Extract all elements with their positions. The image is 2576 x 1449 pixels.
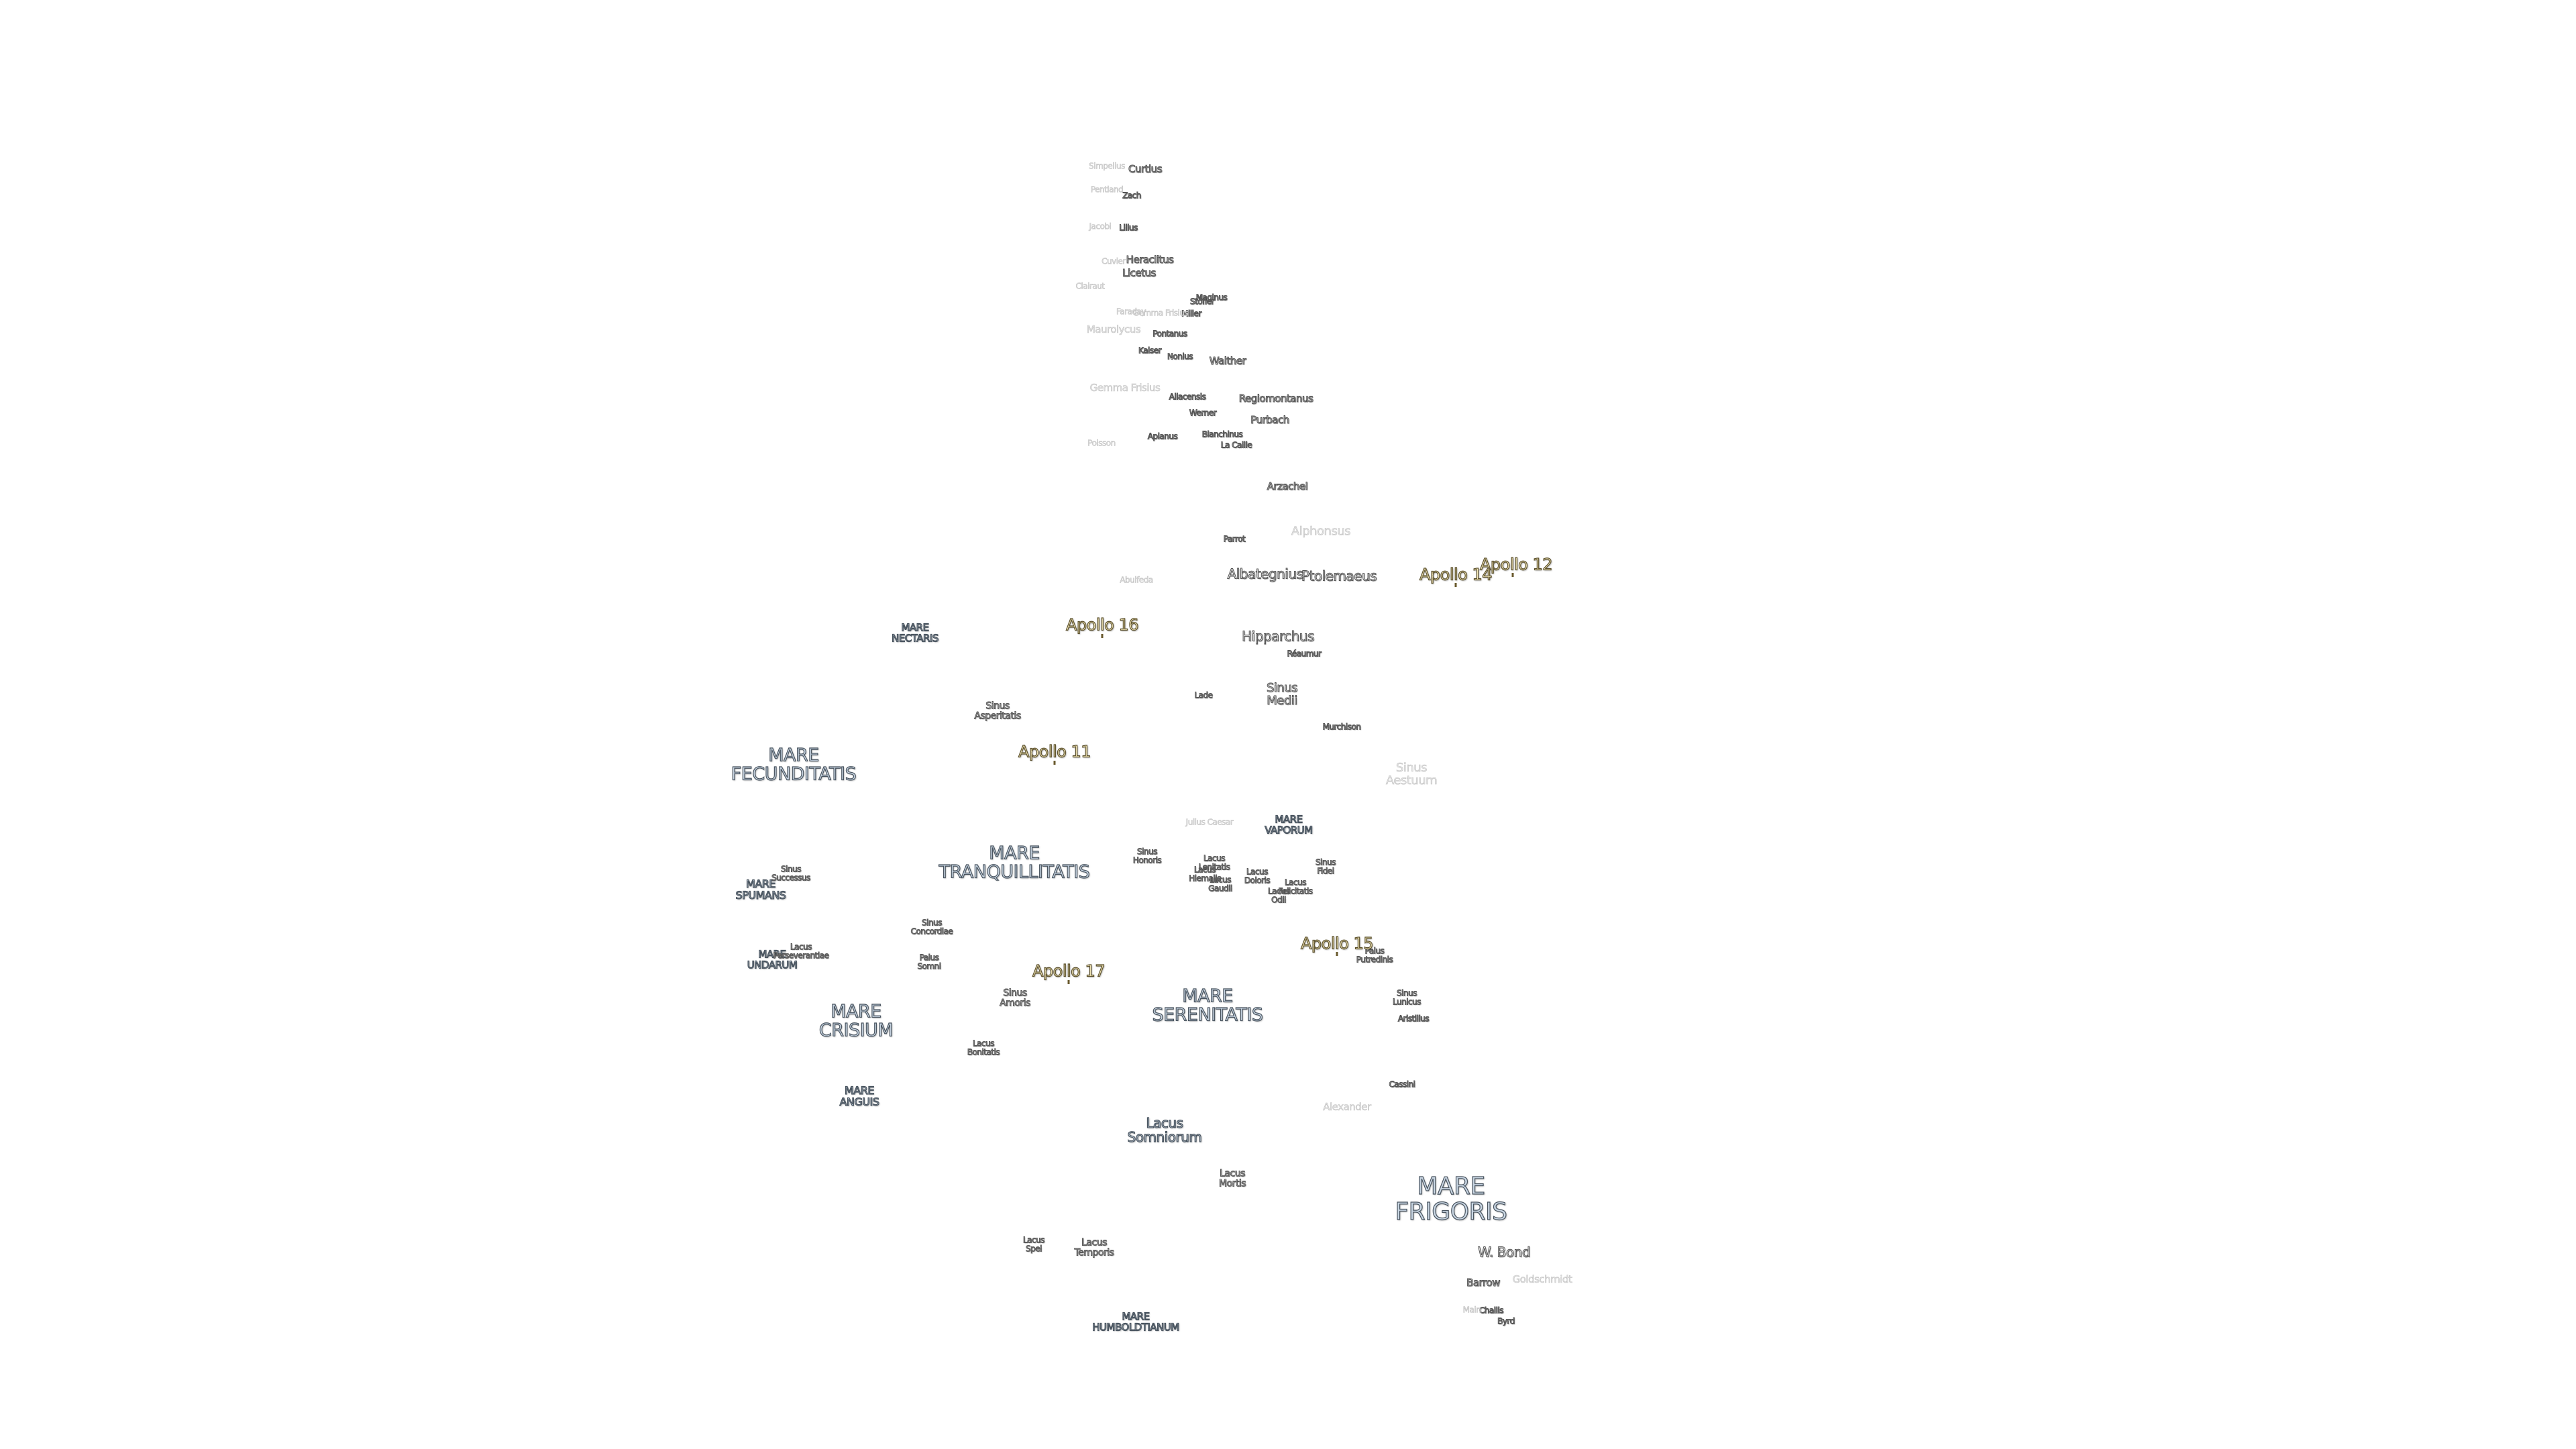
landing-marker-icon	[1454, 583, 1457, 587]
map-label-sinus-concordiae: Sinus Concordiae	[910, 918, 953, 936]
map-label-sinus-aestuum: Sinus Aestuum	[1385, 761, 1438, 788]
map-label-alphonsus: Alphonsus	[1291, 524, 1351, 539]
map-label-simpelius: Simpelius	[1089, 161, 1126, 171]
map-label-lacus-perseverantiae: Lacus Perseverantiae	[773, 942, 829, 960]
map-label-hipparchus: Hipparchus	[1242, 628, 1315, 645]
map-label-pontanus: Pontanus	[1152, 329, 1188, 339]
map-label-zach: Zach	[1122, 191, 1142, 201]
map-label-mare-crisium: MARE CRISIUM	[818, 1001, 894, 1041]
map-label-parrot: Parrot	[1223, 534, 1246, 544]
map-label-maurolycus: Maurolycus	[1086, 323, 1141, 336]
map-label-sinus-amoris: Sinus Amoris	[1000, 987, 1031, 1008]
map-label-lacus-felicitatis: Lacus Felicitatis	[1278, 877, 1313, 896]
map-label-nonius: Nonius	[1167, 352, 1193, 362]
map-label-aliacensis: Aliacensis	[1169, 392, 1206, 402]
apollo-site-apollo-15[interactable]: Apollo 15	[1300, 934, 1374, 953]
landing-marker-icon	[1511, 573, 1514, 577]
map-label-apianus: Apianus	[1147, 431, 1178, 441]
map-label-lilius: Lilius	[1119, 223, 1138, 233]
map-label-sinus-honoris: Sinus Honoris	[1132, 847, 1162, 865]
map-label-licetus: Licetus	[1122, 267, 1157, 280]
landing-marker-icon	[1101, 634, 1104, 638]
map-label-heraclitus: Heraclitus	[1126, 254, 1174, 266]
map-label-sinus-medii: Sinus Medii	[1266, 681, 1298, 708]
map-label-poisson: Poisson	[1087, 438, 1116, 448]
map-label-palus-putredinis: Palus Putredinis	[1356, 946, 1393, 964]
map-label-clairaut: Clairaut	[1075, 281, 1105, 291]
map-label-mare-spumans: MARE SPUMANS	[735, 877, 787, 902]
map-label-lade: Lade	[1194, 690, 1214, 700]
map-label-kaiser: Kaiser	[1138, 345, 1162, 356]
map-label-abulfeda: Abulfeda	[1120, 575, 1153, 585]
map-label-byrd: Byrd	[1497, 1316, 1515, 1326]
map-label-barrow: Barrow	[1466, 1277, 1501, 1289]
map-label-mare-vaporum: MARE VAPORUM	[1265, 813, 1313, 836]
map-label-mare-undarum: MARE UNDARUM	[747, 948, 798, 971]
map-label-mare-serenitatis: MARE SERENITATIS	[1152, 985, 1264, 1026]
map-label-sinus-successus: Sinus Successus	[771, 864, 811, 882]
apollo-site-apollo-17[interactable]: Apollo 17	[1032, 961, 1106, 981]
map-label-maginus: Maginus	[1195, 292, 1228, 303]
map-label-lacus-doloris: Lacus Doloris	[1244, 867, 1271, 885]
map-label-walther: Walther	[1209, 355, 1246, 368]
map-label-werner: Werner	[1189, 408, 1217, 418]
map-label-sinus-asperitatis: Sinus Asperitatis	[974, 700, 1022, 721]
map-label-stofler: Stöfler	[1189, 297, 1215, 307]
map-label-pentland: Pentland	[1090, 184, 1124, 195]
map-label-arzachel: Arzachel	[1267, 480, 1308, 493]
map-label-lacus-mortis: Lacus Mortis	[1218, 1168, 1246, 1189]
map-label-cassini: Cassini	[1389, 1079, 1416, 1089]
map-label-lacus-bonitatis: Lacus Bonitatis	[967, 1038, 1000, 1057]
map-label-blanchinus: Blanchinus	[1201, 429, 1243, 439]
map-label-ptolemaeus: Ptolemaeus	[1301, 568, 1377, 584]
map-label-gemma-frisius: Gemma Frisius	[1089, 382, 1161, 394]
map-label-goldschmidt: Goldschmidt	[1512, 1273, 1572, 1286]
map-label-reaumur: Réaumur	[1287, 649, 1322, 659]
apollo-site-apollo-14[interactable]: Apollo 14	[1419, 565, 1493, 584]
apollo-site-apollo-11[interactable]: Apollo 11	[1018, 742, 1091, 761]
map-label-curtius: Curtius	[1128, 163, 1163, 176]
map-label-main: Main	[1462, 1305, 1481, 1315]
map-label-jacobi: Jacobi	[1089, 221, 1112, 231]
map-label-lacus-odii: Lacus Odii	[1268, 886, 1291, 904]
map-label-faraday: Faraday	[1116, 307, 1146, 317]
landing-marker-icon	[1336, 952, 1338, 956]
map-label-challis: Challis	[1479, 1305, 1504, 1316]
map-label-palus-somni: Palus Somni	[917, 953, 942, 971]
map-label-mare-fecunditatis: MARE FECUNDITATIS	[731, 745, 857, 785]
map-label-lacus-spei: Lacus Spei	[1023, 1235, 1046, 1253]
map-label-sinus-fidei: Sinus Fidei	[1316, 857, 1336, 875]
map-label-lacus-somniorum: Lacus Somniorum	[1127, 1115, 1202, 1145]
map-label-mare-anguis: MARE ANGUIS	[839, 1084, 880, 1108]
landing-marker-icon	[1067, 980, 1070, 984]
apollo-site-apollo-16[interactable]: Apollo 16	[1065, 615, 1139, 635]
map-label-purbach: Purbach	[1250, 414, 1290, 427]
map-label-la-caille: La Caille	[1220, 440, 1252, 450]
map-label-sinus-lunicus: Sinus Lunicus	[1393, 988, 1421, 1006]
map-label-mare-humboldtianum: MARE HUMBOLDTIANUM	[1092, 1310, 1180, 1333]
map-label-albategnius: Albategnius	[1227, 566, 1303, 582]
map-label-cuvier: Cuvier	[1102, 256, 1126, 266]
map-label-lacus-lenitatis: Lacus Lenitatis	[1198, 853, 1230, 871]
map-label-murchison: Murchison	[1322, 722, 1361, 732]
map-label-lacus-hiemalis: Lacus Hiemalis	[1189, 865, 1222, 883]
map-label-w-bond: W. Bond	[1477, 1244, 1531, 1260]
map-label-regiomontanus: Regiomontanus	[1238, 392, 1313, 405]
apollo-site-apollo-12[interactable]: Apollo 12	[1479, 555, 1553, 574]
map-label-aristillus: Aristillus	[1397, 1014, 1430, 1024]
map-label-julius-caesar: Julius Caesar	[1185, 817, 1234, 827]
map-label-alexander: Alexander	[1323, 1101, 1371, 1114]
landing-marker-icon	[1053, 761, 1056, 765]
map-label-lacus-gaudii: Lacus Gaudii	[1208, 875, 1233, 893]
map-label-gemma-frisius-b: Gemma Frisius	[1132, 308, 1189, 318]
map-label-miller: Miller	[1181, 309, 1202, 319]
map-label-lacus-temporis: Lacus Temporis	[1074, 1237, 1114, 1258]
map-label-mare-nectaris: MARE NECTARIS	[891, 621, 939, 644]
map-label-mare-tranquillitatis: MARE TRANQUILLITATIS	[938, 843, 1090, 883]
map-label-mare-frigoris: MARE FRIGORIS	[1395, 1173, 1508, 1226]
